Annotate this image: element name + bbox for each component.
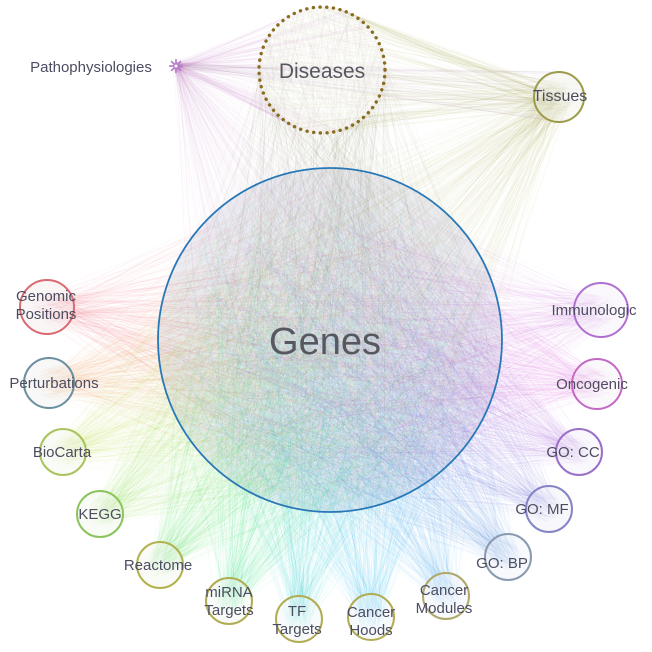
tissues-node[interactable] bbox=[533, 71, 585, 123]
diseases-node[interactable] bbox=[257, 5, 387, 135]
go_cc-node[interactable] bbox=[555, 428, 603, 476]
bundle-go_mf-to-genes bbox=[164, 188, 563, 524]
kegg-node[interactable] bbox=[76, 490, 124, 538]
go_cc-label: GO: CC bbox=[546, 444, 600, 461]
diseases-label: Diseases bbox=[279, 60, 365, 83]
bundle-cancer_modules-to-genes bbox=[169, 176, 497, 610]
immunologic-node[interactable] bbox=[573, 282, 629, 338]
bundle-tissues-to-diseases bbox=[258, 6, 574, 134]
genes-label: Genes bbox=[269, 321, 381, 363]
perturbations-node[interactable] bbox=[23, 357, 75, 409]
biocarta-label: BioCarta bbox=[33, 444, 92, 461]
immunologic-label: Immunologic bbox=[551, 302, 637, 319]
genomic_positions-node[interactable] bbox=[19, 279, 75, 335]
tissues-label: Tissues bbox=[533, 88, 588, 105]
pathophysiologies-node[interactable] bbox=[169, 59, 183, 73]
perturbations-label: Perturbations bbox=[9, 375, 98, 392]
kegg-label: KEGG bbox=[78, 506, 121, 523]
reactome-label: Reactome bbox=[124, 557, 192, 574]
go_bp-label: GO: BP bbox=[476, 555, 528, 572]
bundle-diseases-to-genes bbox=[166, 6, 490, 500]
oncogenic-node[interactable] bbox=[571, 358, 623, 410]
biocarta-node[interactable] bbox=[39, 428, 87, 476]
genes-area bbox=[158, 168, 502, 512]
go_mf-node[interactable] bbox=[525, 485, 573, 533]
bundle-tf_targets-to-genes bbox=[164, 186, 492, 633]
bundle-immunologic-to-genes bbox=[169, 184, 617, 503]
bundle-oncogenic-to-genes bbox=[169, 178, 612, 500]
genes-node[interactable] bbox=[157, 167, 503, 513]
bundle-reactome-to-genes bbox=[146, 186, 490, 578]
bundle-pathophysiologies-to-genes bbox=[172, 61, 494, 498]
reactome-node[interactable] bbox=[136, 541, 184, 589]
bundle-go_cc-to-genes bbox=[165, 179, 593, 503]
tf_targets-node[interactable] bbox=[275, 595, 323, 643]
bundle-pathophysiologies-to-diseases bbox=[171, 6, 386, 134]
edge-bundles bbox=[31, 6, 617, 633]
bundle-kegg-to-genes bbox=[86, 178, 489, 528]
bundle-biocarta-to-genes bbox=[49, 183, 494, 501]
cancer_modules-node[interactable] bbox=[422, 572, 470, 620]
bundle-cancer_hoods-to-genes bbox=[175, 173, 490, 631]
bundle-mirna_targets-to-genes bbox=[165, 176, 491, 614]
pathophysiologies-label: Pathophysiologies bbox=[30, 59, 152, 76]
bundle-perturbations-to-genes bbox=[35, 175, 490, 505]
go_mf-label: GO: MF bbox=[515, 501, 568, 518]
bundle-pathophysiologies-to-tissues bbox=[171, 62, 584, 123]
mirna_targets-node[interactable] bbox=[205, 577, 253, 625]
cancer_hoods-node[interactable] bbox=[347, 593, 395, 641]
go_bp-node[interactable] bbox=[484, 533, 532, 581]
bundle-genomic_positions-to-genes bbox=[31, 182, 489, 499]
oncogenic-label: Oncogenic bbox=[556, 376, 628, 393]
